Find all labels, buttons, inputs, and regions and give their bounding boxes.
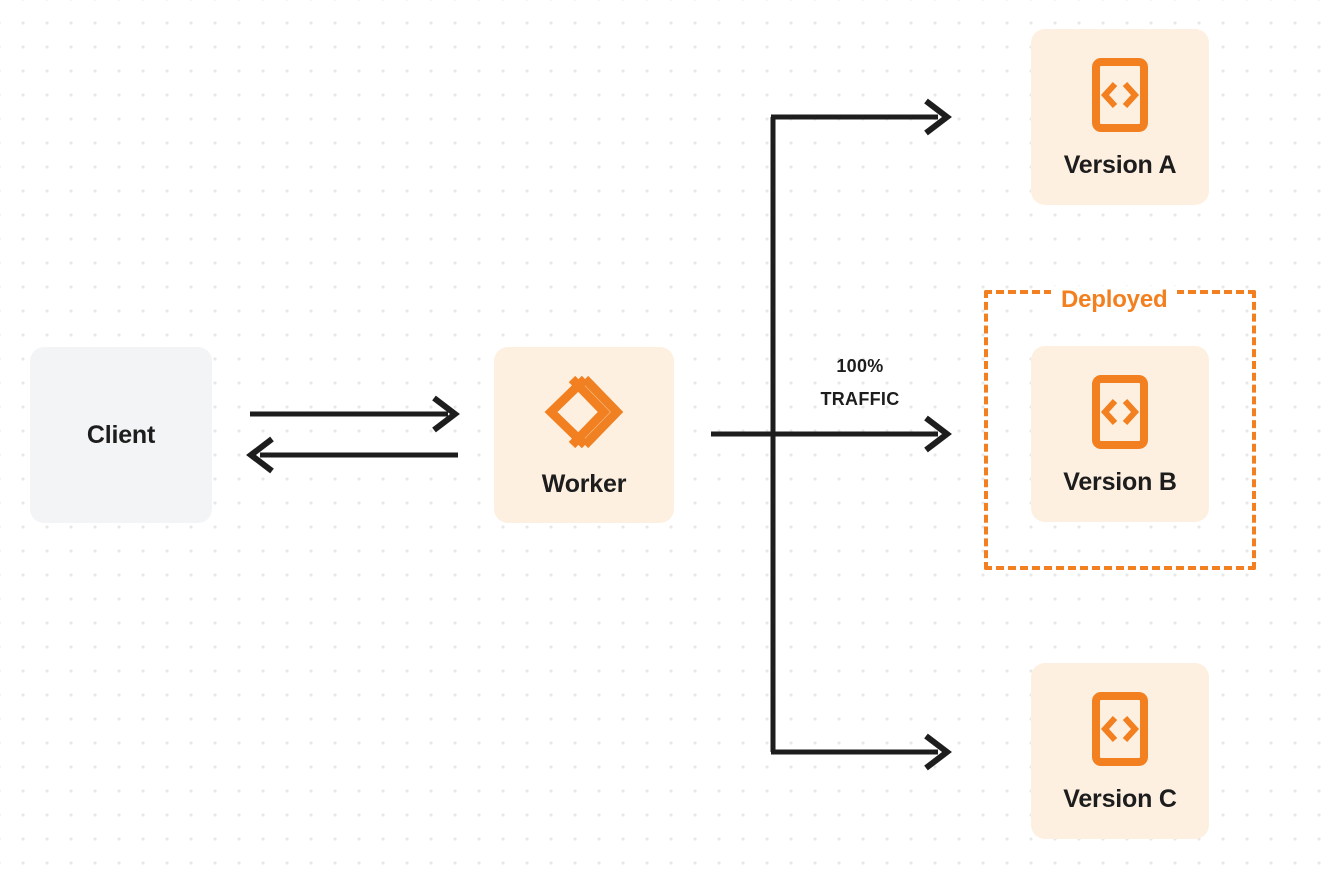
code-document-icon [1091, 374, 1149, 450]
node-worker-label: Worker [541, 469, 627, 498]
edge-client-to-worker [250, 395, 460, 433]
code-document-icon [1091, 691, 1149, 767]
node-version-c-label: Version C [1063, 784, 1177, 813]
cloudflare-workers-logo-icon [541, 374, 627, 450]
edge-worker-to-version-c [771, 733, 952, 771]
node-version-a[interactable]: Version A [1031, 29, 1209, 205]
traffic-label: 100% TRAFFIC [790, 350, 930, 416]
node-worker[interactable]: Worker [494, 347, 674, 523]
edge-worker-to-version-b [711, 415, 952, 453]
node-version-c[interactable]: Version C [1031, 663, 1209, 839]
node-version-a-label: Version A [1063, 150, 1177, 179]
node-client-label: Client [86, 420, 156, 449]
node-client[interactable]: Client [30, 347, 212, 523]
node-version-b-label: Version B [1063, 467, 1177, 496]
node-version-b[interactable]: Version B [1031, 346, 1209, 522]
edge-worker-to-client [246, 436, 458, 474]
code-document-icon [1091, 57, 1149, 133]
traffic-percent: 100% [836, 356, 884, 376]
edge-worker-to-version-a [771, 98, 952, 136]
traffic-unit: TRAFFIC [820, 389, 900, 409]
deployed-group-label: Deployed [1051, 286, 1178, 314]
